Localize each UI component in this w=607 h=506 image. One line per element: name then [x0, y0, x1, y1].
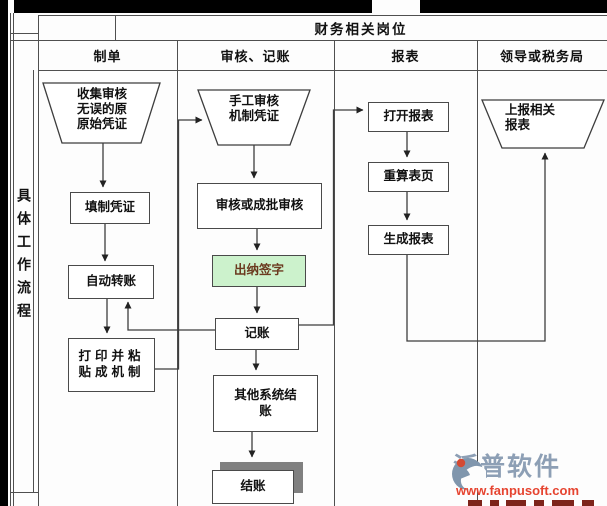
column-header-lingdao: 领导或税务局 [499, 48, 584, 64]
connector-bookkeep-to-openreport [297, 106, 364, 326]
fanpu-logo-icon [452, 458, 486, 491]
top-edge-bar-left [14, 0, 372, 13]
title-cell-left-border [115, 15, 116, 40]
node-submit-report: 上报相关 报表 [505, 103, 556, 132]
node-generate-report: 生成报表 [368, 225, 449, 255]
outer-border-line [10, 13, 11, 506]
left-edge-bar [0, 0, 8, 506]
node-other-system-close: 其他系统结 账 [213, 375, 318, 432]
header-row-top-border [10, 40, 607, 41]
node-manual-audit: 手工审核 机制凭证 [228, 94, 279, 123]
connector-bookkeep-to-auto [124, 301, 215, 331]
node-bookkeep: 记账 [215, 318, 299, 350]
corner-cell-border [10, 33, 38, 34]
node-close-account: 结账 [212, 470, 294, 504]
trapezoid-submit-report [481, 99, 605, 149]
node-fill-voucher: 填制凭证 [70, 192, 150, 224]
column-header-shenhe: 审核、记账 [220, 48, 291, 64]
fanpu-logo-url[interactable]: www.fanpusoft.com [456, 483, 580, 498]
node-open-report: 打开报表 [368, 102, 449, 132]
node-auto-transfer: 自动转账 [68, 265, 154, 299]
label-column-border-inner [33, 70, 34, 493]
column-divider-2 [334, 40, 335, 506]
trapezoid-collect-vouchers [42, 82, 161, 144]
connector-generate-to-submit [406, 152, 549, 342]
node-cashier-sign: 出纳签字 [212, 255, 306, 287]
node-recalc-sheet: 重算表页 [368, 162, 449, 192]
column-divider-3 [477, 40, 478, 506]
fanpu-logo[interactable]: 泛普软件 [450, 455, 561, 491]
header-row-bottom-border [38, 70, 607, 71]
column-divider-1 [177, 40, 178, 506]
label-column-bottom-border [10, 492, 38, 493]
side-label: 具体工作流程 [16, 188, 32, 326]
node-audit-or-batch: 审核或成批审核 [197, 183, 322, 229]
connector-print-to-manual-audit [153, 116, 203, 370]
column-header-zhidan: 制单 [93, 48, 122, 64]
label-column-border [38, 15, 39, 506]
top-edge-bar-right [420, 0, 607, 13]
title-row-top-border [38, 15, 607, 16]
page-title: 财务相关岗位 [314, 21, 408, 37]
outer-border-line-inner [13, 13, 14, 506]
trapezoid-manual-audit [197, 89, 311, 146]
node-print-paste: 打印并粘 贴成机制 [68, 338, 155, 392]
column-header-baobiao: 报表 [391, 48, 420, 64]
node-collect-vouchers: 收集审核 无误的原 原始凭证 [76, 87, 127, 131]
